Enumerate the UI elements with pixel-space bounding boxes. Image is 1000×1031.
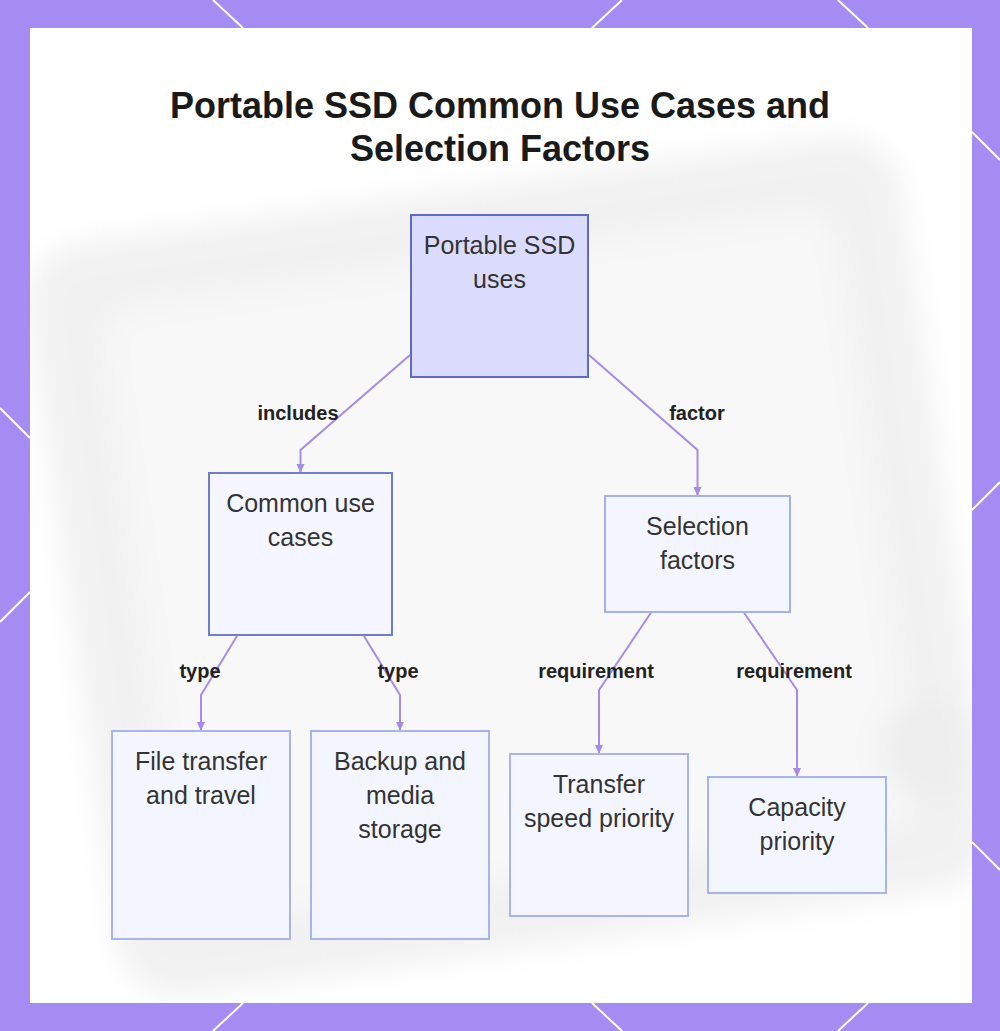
concept-box: File transfer and travel [111, 730, 291, 940]
box-text: Capacity priority [719, 790, 875, 858]
edge-label: includes [257, 401, 338, 425]
root-box: Portable SSD uses [410, 214, 589, 378]
concept-box: Common use cases [208, 472, 393, 636]
connector-arrow [744, 613, 797, 776]
concept-box: Selection factors [604, 495, 791, 613]
edge-label: requirement [736, 659, 852, 683]
box-text: Selection factors [616, 509, 779, 577]
concept-box: Transfer speed priority [509, 753, 689, 917]
diagram-title: Portable SSD Common Use Cases and Select… [100, 84, 900, 170]
box-text: Portable SSD uses [422, 228, 577, 296]
box-text: Transfer speed priority [521, 767, 677, 835]
connector-arrow [589, 355, 698, 495]
box-text: File transfer and travel [123, 744, 279, 812]
box-text: Backup and media storage [322, 744, 478, 846]
connector-arrow [364, 636, 400, 730]
concept-box: Capacity priority [707, 776, 887, 894]
edge-label: requirement [538, 659, 654, 683]
concept-box: Backup and media storage [310, 730, 490, 940]
connector-arrow [201, 636, 237, 730]
edge-label: factor [669, 401, 725, 425]
edge-label: type [179, 659, 220, 683]
box-text: Common use cases [220, 486, 381, 554]
edge-label: type [377, 659, 418, 683]
connector-arrow [599, 613, 651, 753]
